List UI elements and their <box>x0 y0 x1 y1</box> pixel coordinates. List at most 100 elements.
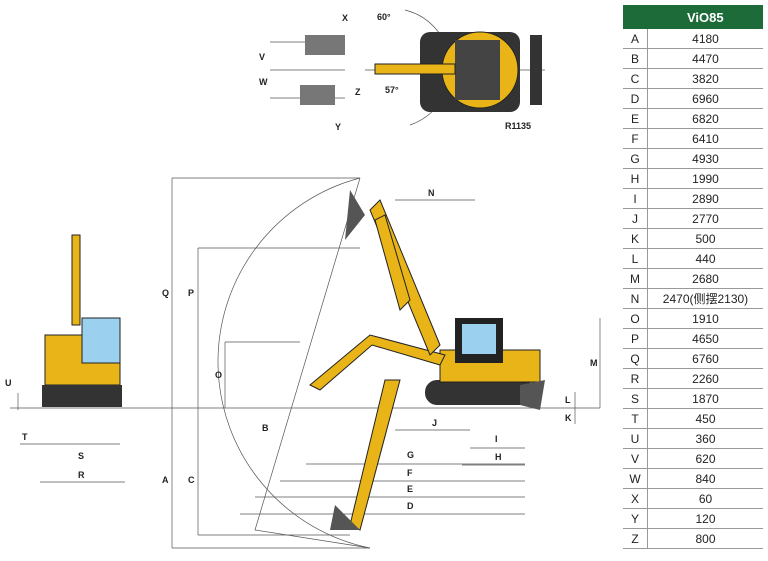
dim-label-r: R <box>78 470 85 480</box>
header-model: ViO85 <box>647 5 763 29</box>
dim-label-c: C <box>188 475 195 485</box>
dim-label-n: N <box>428 188 435 198</box>
row-key: M <box>623 268 648 289</box>
row-key: X <box>623 488 648 509</box>
dim-label-s: S <box>78 451 84 461</box>
dim-label-m: M <box>590 358 598 368</box>
row-key: W <box>623 468 648 489</box>
row-value: 840 <box>647 468 763 489</box>
row-key: J <box>623 208 648 229</box>
row-value: 620 <box>647 448 763 469</box>
angle-bottom-label: 57° <box>385 85 399 95</box>
row-key: R <box>623 368 648 389</box>
row-key: Y <box>623 508 648 529</box>
dim-label-f: F <box>407 468 413 478</box>
dim-label-p: P <box>188 288 194 298</box>
radius-label: R1135 <box>505 121 531 131</box>
row-value: 4650 <box>647 328 763 349</box>
row-key: I <box>623 188 648 209</box>
row-key: G <box>623 148 648 169</box>
row-value: 2470(侧摆2130) <box>647 288 763 309</box>
top-view-machine <box>300 31 542 112</box>
row-key: L <box>623 248 648 269</box>
row-value: 450 <box>647 408 763 429</box>
row-key: E <box>623 108 648 129</box>
row-key: C <box>623 68 648 89</box>
row-key: N <box>623 288 648 309</box>
row-value: 6760 <box>647 348 763 369</box>
row-value: 4930 <box>647 148 763 169</box>
dim-label-u: U <box>5 378 12 388</box>
row-value: 4180 <box>647 29 763 49</box>
side-view-machine <box>309 190 545 531</box>
dim-label-j: J <box>432 418 437 428</box>
dim-label-g: G <box>407 450 414 460</box>
excavator-diagram: Q P O A C B N M L K J I H G F E D U T S … <box>5 9 601 549</box>
row-key: D <box>623 88 648 109</box>
row-value: 1910 <box>647 308 763 329</box>
dim-label-z: Z <box>355 87 361 97</box>
row-value: 6960 <box>647 88 763 109</box>
row-key: B <box>623 48 648 69</box>
dim-label-i: I <box>495 434 498 444</box>
row-value: 440 <box>647 248 763 269</box>
row-key: H <box>623 168 648 189</box>
dim-label-a: A <box>162 475 169 485</box>
row-value: 1870 <box>647 388 763 409</box>
row-key: F <box>623 128 648 149</box>
dim-label-y: Y <box>335 122 341 132</box>
row-value: 500 <box>647 228 763 249</box>
dim-label-b: B <box>262 423 269 433</box>
row-key: S <box>623 388 648 409</box>
row-value: 6410 <box>647 128 763 149</box>
row-key: P <box>623 328 648 349</box>
row-value: 4470 <box>647 48 763 69</box>
row-key: Q <box>623 348 648 369</box>
row-key: V <box>623 448 648 469</box>
angle-top-label: 60° <box>377 12 391 22</box>
row-value: 6820 <box>647 108 763 129</box>
dim-label-x: X <box>342 13 348 23</box>
row-key: Z <box>623 528 648 549</box>
row-key: T <box>623 408 648 429</box>
dim-label-e: E <box>407 484 413 494</box>
row-value: 2890 <box>647 188 763 209</box>
dim-label-k: K <box>565 413 572 423</box>
row-key: U <box>623 428 648 449</box>
row-value: 60 <box>647 488 763 509</box>
row-key: O <box>623 308 648 329</box>
dim-label-o: O <box>215 370 222 380</box>
dim-label-w: W <box>259 77 268 87</box>
dim-label-t: T <box>22 432 28 442</box>
row-value: 2770 <box>647 208 763 229</box>
dim-label-v: V <box>259 52 265 62</box>
dim-label-d: D <box>407 501 414 511</box>
row-value: 3820 <box>647 68 763 89</box>
row-value: 800 <box>647 528 763 549</box>
